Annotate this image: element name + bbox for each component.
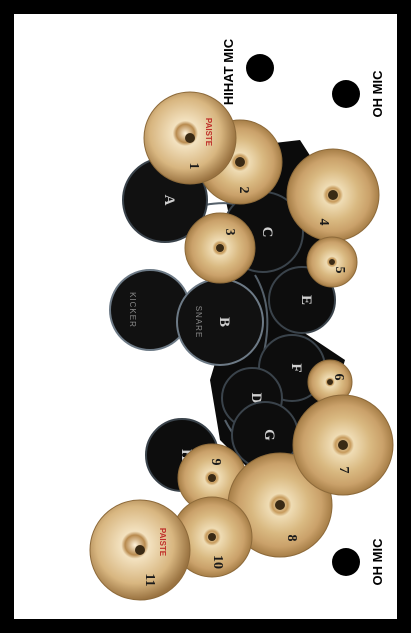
- oh-mic-top: OH MIC: [332, 70, 385, 118]
- paiste-logo-1: PAISTE: [204, 118, 213, 147]
- oh-mic-bottom-dot: [332, 548, 360, 576]
- hihat-mic-dot: [246, 54, 274, 82]
- cymbal-5: 5: [307, 237, 357, 287]
- cymbal-3: 3: [185, 213, 255, 283]
- cymbal-number-5: 5: [332, 267, 347, 274]
- cymbal-number-2: 2: [236, 187, 251, 194]
- cymbal-7: 7: [293, 395, 393, 495]
- cymbal-number-9: 9: [208, 459, 223, 466]
- drum-label-e: E: [298, 295, 314, 305]
- oh-mic-top-dot: [332, 80, 360, 108]
- oh-mic-bottom: OH MIC: [332, 538, 385, 586]
- cymbal-number-8: 8: [284, 535, 299, 542]
- paiste-logo-11: PAISTE: [158, 528, 167, 557]
- drum-label-c: C: [259, 227, 275, 238]
- drum-snare-b: B SNARE: [177, 279, 263, 365]
- drum-label-b: B: [216, 317, 232, 327]
- drum-word-kick: KICKER: [128, 292, 137, 328]
- cymbal-4: 4: [287, 149, 379, 241]
- oh-mic-top-label: OH MIC: [370, 70, 385, 118]
- cymbal-number-11: 11: [142, 573, 157, 586]
- hihat-mic: HIHAT MIC: [221, 38, 274, 105]
- cymbal-number-4: 4: [316, 219, 331, 226]
- drum-label-f: F: [288, 363, 304, 372]
- cymbal-number-7: 7: [336, 467, 351, 474]
- drum-word-snare: SNARE: [194, 306, 203, 339]
- cymbal-number-10: 10: [210, 555, 225, 569]
- cymbal-number-6: 6: [331, 374, 346, 381]
- cymbal-number-1: 1: [186, 163, 201, 170]
- cymbal-number-3: 3: [222, 229, 237, 236]
- hihat-mic-label: HIHAT MIC: [221, 38, 236, 105]
- drum-label-a: A: [161, 195, 177, 206]
- oh-mic-bottom-label: OH MIC: [370, 538, 385, 586]
- cymbal-11: PAISTE 11: [90, 500, 190, 600]
- drum-label-g: G: [261, 429, 277, 441]
